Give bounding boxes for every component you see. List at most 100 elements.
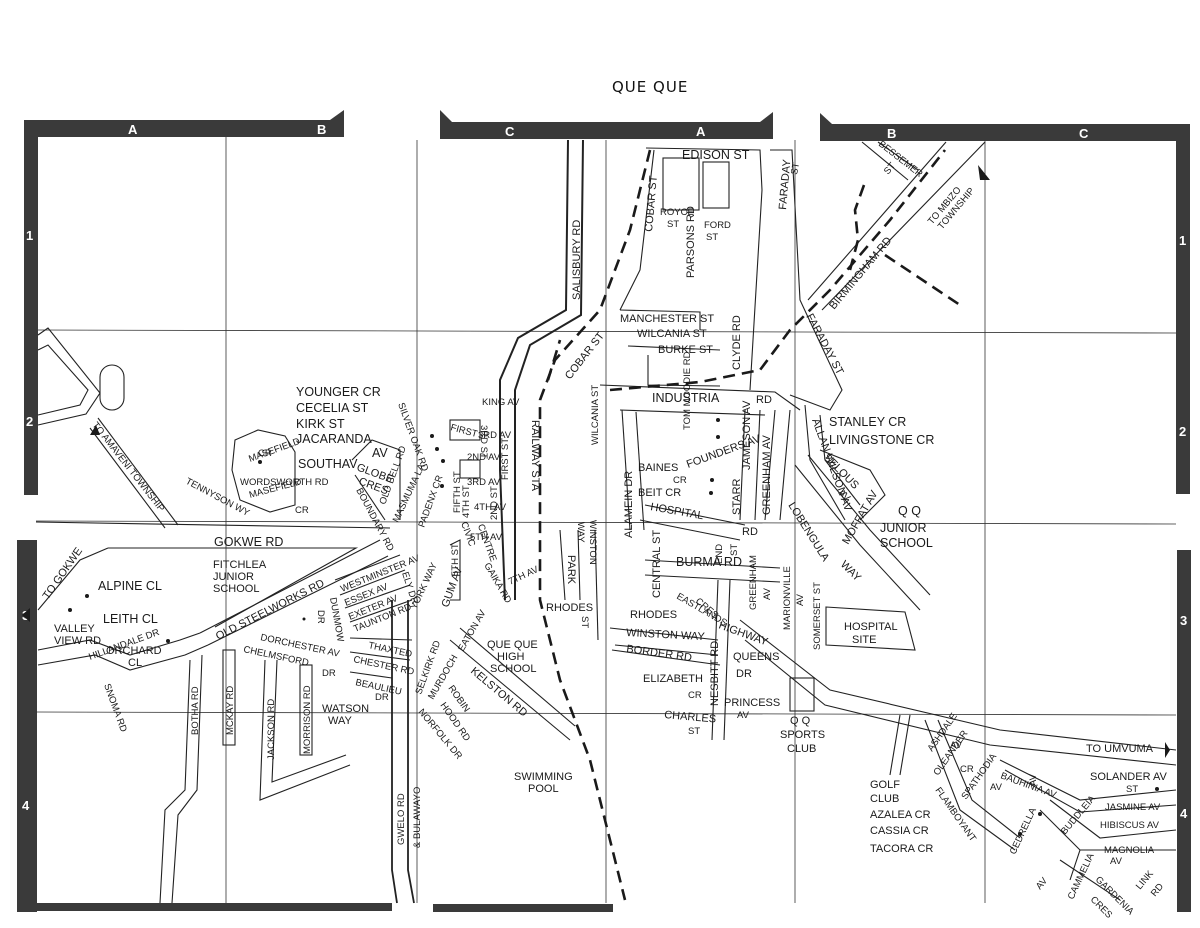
label-salisbury-rd: SALISBURY RD bbox=[571, 220, 583, 300]
arrow-to-amaveni-icon bbox=[90, 425, 100, 435]
label-faraday-top: FARADAY bbox=[777, 158, 793, 210]
label-manchester: MANCHESTER ST bbox=[620, 313, 714, 325]
label-2nd-st: 2ND ST bbox=[489, 486, 500, 520]
label-royce: ROYCE bbox=[660, 207, 694, 218]
label-2nd-av: 2ND AV bbox=[467, 452, 501, 463]
railway-lines bbox=[538, 149, 961, 901]
label-clyde-rd: CLYDE RD bbox=[731, 315, 743, 370]
label-burke-st: BURKE ST bbox=[658, 344, 713, 356]
label-cedrella-av: AV bbox=[1028, 773, 1039, 786]
label-cobar-top: COBAR ST bbox=[643, 175, 660, 232]
label-greenham2: GREENHAM bbox=[748, 555, 759, 610]
label-marionville-av: AV bbox=[795, 593, 806, 606]
label-solander-st: ST bbox=[1126, 784, 1138, 795]
label-qq-junior-3: SCHOOL bbox=[880, 536, 933, 550]
label-view-rd: VIEW RD bbox=[54, 635, 101, 647]
label-watson: WATSON bbox=[322, 703, 369, 715]
grid-row-1-right: 1 bbox=[1179, 233, 1186, 248]
label-solander: SOLANDER AV bbox=[1090, 771, 1167, 783]
label-first-st: FIRST ST bbox=[500, 438, 511, 480]
label-bessemer-st: ST bbox=[882, 160, 898, 177]
label-fifth-st: FIFTH ST bbox=[452, 471, 463, 513]
label-rhodes-st: ST bbox=[579, 616, 590, 628]
label-greenham2-av: AV bbox=[762, 587, 773, 600]
label-jacaranda: JACARANDA bbox=[296, 432, 372, 446]
grid-col-a: A bbox=[128, 122, 138, 137]
label-younger-cr: YOUNGER CR bbox=[296, 385, 381, 399]
label-masefield-cr: CR bbox=[258, 448, 272, 459]
label-parsons: PARSONS RD bbox=[685, 206, 697, 278]
label-marionville: MARIONVILLE bbox=[782, 566, 793, 630]
label-dunmow: DUNMOW bbox=[327, 597, 346, 643]
label-cassia: CASSIA CR bbox=[870, 825, 929, 837]
point-markers bbox=[68, 418, 1159, 836]
label-3rd-av: 3RD AV bbox=[478, 430, 512, 441]
label-eaton: EATON AV bbox=[456, 608, 489, 654]
label-beit-cr: BEIT CR bbox=[638, 487, 681, 499]
label-watson-way: WAY bbox=[328, 715, 352, 727]
label-wordsworth: WORDSWORTH RD bbox=[240, 477, 329, 488]
label-rhodes2: RHODES bbox=[630, 609, 677, 621]
grid-col-b2: B bbox=[887, 126, 896, 141]
grid-col-c2: C bbox=[1079, 126, 1089, 141]
label-winston-way: WINSTON WAY bbox=[626, 627, 706, 643]
label-pool: POOL bbox=[528, 783, 559, 795]
label-av-bottom: AV bbox=[1034, 875, 1051, 892]
label-4th-st: 4TH ST bbox=[461, 485, 472, 518]
label-jameson: JAMESON AV bbox=[741, 400, 753, 470]
arrow-to-umvuma-icon bbox=[1165, 742, 1170, 758]
label-morrison: MORRISON RD bbox=[302, 685, 313, 754]
label-dunmow-dr: DR bbox=[315, 610, 326, 624]
label-masefield-bottom-cr: CR bbox=[295, 505, 309, 516]
label-industria: INDUSTRIA bbox=[652, 391, 720, 405]
grid-row-1: 1 bbox=[26, 228, 33, 243]
label-princess: PRINCESS bbox=[724, 697, 780, 709]
labels-west: YOUNGER CR CECELIA ST KIRK ST JACARANDA … bbox=[41, 220, 583, 848]
label-orchard-cl: CL bbox=[128, 657, 142, 669]
label-fitchlea-school: SCHOOL bbox=[213, 583, 259, 595]
label-alpine-cl: ALPINE CL bbox=[98, 579, 162, 593]
label-3rdrd-av: 3RD AV bbox=[467, 477, 501, 488]
roads bbox=[35, 139, 1177, 904]
label-faraday-st: FARADAY ST bbox=[803, 312, 845, 377]
label-civic: CIVIC bbox=[458, 520, 477, 548]
label-highway: HIGHWAY bbox=[717, 620, 770, 649]
label-orchard: ORCHARD bbox=[106, 645, 162, 657]
label-qq-junior-1: Q Q bbox=[898, 504, 921, 518]
grid-row-4-right: 4 bbox=[1180, 806, 1188, 821]
label-hospital-rd: RD bbox=[742, 526, 758, 538]
label-qq-high-1: QUE QUE bbox=[487, 639, 538, 651]
label-hibiscus: HIBISCUS AV bbox=[1100, 820, 1160, 831]
grid-row-3-right: 3 bbox=[1180, 613, 1187, 628]
label-swimming: SWIMMING bbox=[514, 771, 573, 783]
label-edison-st: EDISON ST bbox=[682, 148, 750, 162]
label-park: PARK bbox=[565, 555, 577, 585]
label-baines-cr: CR bbox=[673, 475, 687, 486]
label-gokwe-rd: GOKWE RD bbox=[214, 535, 283, 549]
label-5th-st-b: 5TH ST bbox=[450, 543, 461, 576]
label-wilcania-vert: WILCANIA ST bbox=[590, 385, 601, 445]
label-qq-sports-3: CLUB bbox=[787, 743, 816, 755]
label-cedrella: CEDRELLA bbox=[1008, 806, 1039, 857]
label-qq-junior-2: JUNIOR bbox=[880, 521, 927, 535]
label-cecelia-st: CECELIA ST bbox=[296, 401, 369, 415]
direction-arrows bbox=[22, 165, 1170, 758]
label-cammelia: CAMMELIA bbox=[1066, 851, 1097, 901]
label-nesbitt: NESBITT RD bbox=[709, 641, 721, 706]
grid-col-c: C bbox=[505, 124, 515, 139]
label-first: FIRST bbox=[449, 422, 479, 440]
label-hospital-site-1: HOSPITAL bbox=[844, 621, 898, 633]
label-burma-rd: BURMA RD bbox=[676, 555, 742, 569]
label-to-amaveni: TO AMAVENI TOWNSHIP bbox=[90, 420, 167, 514]
label-queens-dr: DR bbox=[736, 668, 752, 680]
label-beaulieu-dr: DR bbox=[375, 692, 389, 703]
label-snoma: SNOMA RD bbox=[101, 682, 129, 734]
grid-col-a2: A bbox=[696, 124, 706, 139]
label-elizabeth-cr: CR bbox=[688, 690, 702, 701]
label-4th-av: 4TH AV bbox=[474, 502, 507, 513]
label-jasmine: JASMINE AV bbox=[1105, 802, 1161, 813]
label-end: END bbox=[714, 544, 725, 564]
label-spathodia-av: AV bbox=[990, 782, 1003, 793]
label-end-st: ST bbox=[729, 544, 740, 556]
